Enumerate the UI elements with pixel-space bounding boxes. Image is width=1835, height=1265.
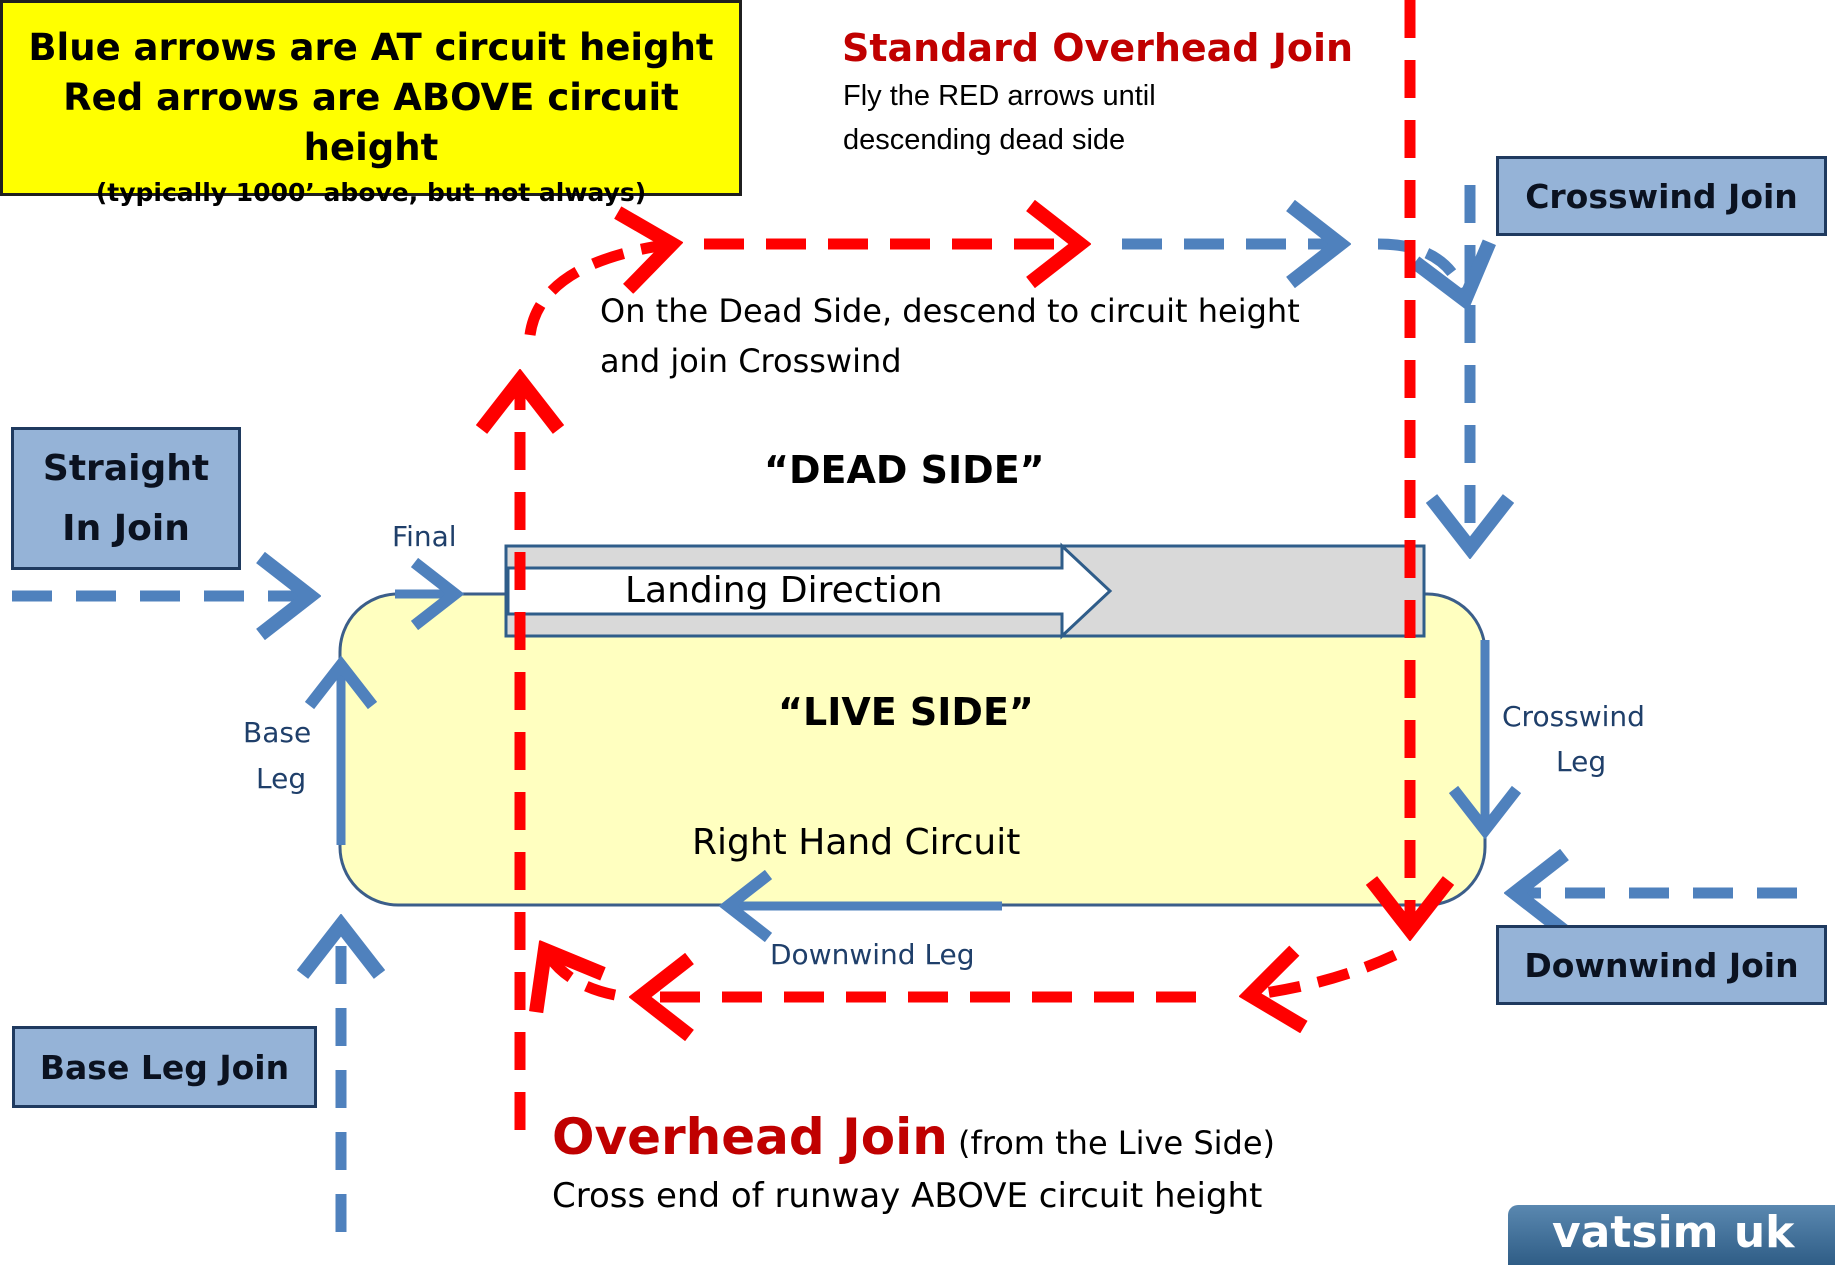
landing-direction-label: Landing Direction: [625, 570, 943, 611]
downwind-join-label: Downwind Join: [1524, 945, 1799, 985]
dead-side-note-2: and join Crosswind: [600, 342, 902, 380]
dead-side-curve-arrow: [1377, 238, 1465, 300]
crosswind-leg-label-1: Crosswind: [1502, 700, 1645, 733]
overhead-join-desc: Cross end of runway ABOVE circuit height: [552, 1176, 1263, 1216]
overhead-turn-arrow: [524, 244, 672, 336]
circuit-diagram: [12, 0, 1797, 1232]
base-leg-label-2: Leg: [256, 762, 307, 795]
overhead-join-suffix: (from the Live Side): [947, 1124, 1275, 1162]
crosswind-leg-label-2: Leg: [1556, 745, 1607, 778]
live-side-turn-arrow: [1250, 955, 1398, 995]
crosswind-join-label: Crosswind Join: [1525, 176, 1798, 216]
straight-in-join-box: Straight In Join: [11, 427, 241, 570]
right-hand-circuit-label: Right Hand Circuit: [692, 822, 1021, 863]
final-label: Final: [392, 520, 457, 553]
downwind-join-box: Downwind Join: [1496, 925, 1827, 1005]
legend-line-2: Red arrows are ABOVE circuit height: [63, 76, 679, 169]
legend-line-3: (typically 1000’ above, but not always): [95, 178, 647, 207]
landing-direction-arrow: [506, 542, 1113, 640]
legend-box: Blue arrows are AT circuit height Red ar…: [0, 0, 742, 207]
dead-side-label: “DEAD SIDE”: [764, 448, 1045, 492]
overhead-join-title: Overhead Join: [552, 1108, 948, 1166]
standard-overhead-desc-2: descending dead side: [843, 124, 1126, 156]
downwind-leg-label: Downwind Leg: [770, 938, 975, 971]
base-leg-join-box: Base Leg Join: [12, 1026, 317, 1108]
crosswind-join-box: Crosswind Join: [1496, 156, 1827, 236]
standard-overhead-title: Standard Overhead Join: [842, 26, 1354, 70]
dead-side-note-1: On the Dead Side, descend to circuit hei…: [600, 292, 1300, 330]
straight-in-join-line-2: In Join: [62, 507, 190, 549]
legend-line-1: Blue arrows are AT circuit height: [28, 26, 714, 69]
standard-overhead-desc-1: Fly the RED arrows until: [843, 80, 1156, 112]
straight-in-join-line-1: Straight: [42, 447, 210, 489]
base-leg-label-1: Base: [243, 716, 312, 749]
overhead-join-heading: Overhead Join (from the Live Side): [552, 1108, 1275, 1166]
base-leg-join-label: Base Leg Join: [39, 1047, 290, 1087]
live-side-return-arrow: [545, 950, 617, 995]
live-side-label: “LIVE SIDE”: [778, 690, 1034, 734]
vatsim-uk-logo: vatsim uk: [1508, 1205, 1835, 1265]
